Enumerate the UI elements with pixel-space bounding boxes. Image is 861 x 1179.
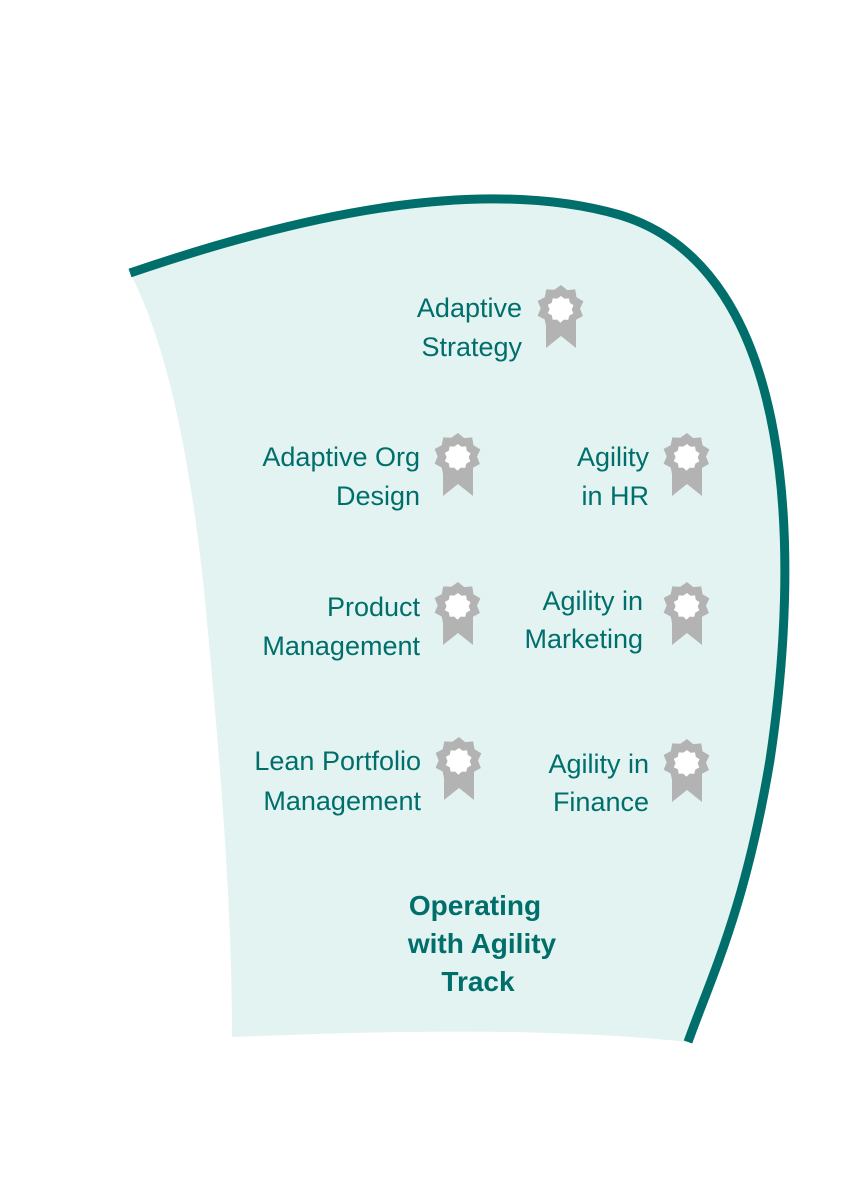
badge-label-line: Agility in [542,586,643,616]
badge-label-line: Strategy [421,332,522,362]
track-title-line: Operating [409,890,541,921]
badge-label-line: in HR [581,481,649,511]
track-title-line: with Agility [407,928,557,959]
badge-label-line: Marketing [524,624,643,654]
track-title-line: Track [441,966,515,997]
badge-label-line: Management [262,631,420,661]
badge-label-line: Agility [577,442,650,472]
badge-label-line: Finance [553,787,649,817]
track-panel-outline [128,194,790,1044]
badge-label-line: Agility in [548,749,649,779]
badge-label-line: Design [336,481,420,511]
badge-agility-in-marketing: Agility in Marketing [524,582,710,654]
badge-label-line: Management [263,786,421,816]
badge-label-line: Lean Portfolio [254,746,421,776]
track-title: Operating with Agility Track [407,890,557,997]
badge-agility-in-finance: Agility in Finance [548,739,710,817]
badge-label-line: Adaptive [417,293,522,323]
badge-agility-in-hr: Agility in HR [577,433,710,511]
badge-label-line: Product [327,592,421,622]
badge-label-line: Adaptive Org [262,442,420,472]
